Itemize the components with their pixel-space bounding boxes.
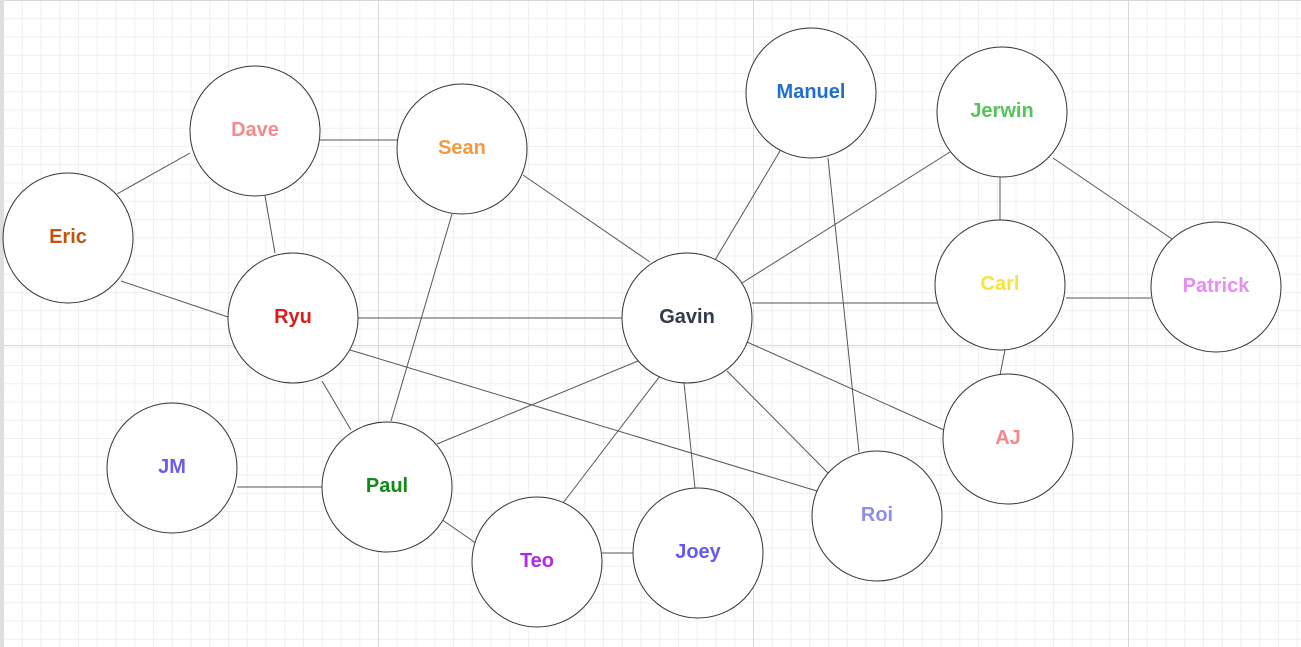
node-label-sean: Sean: [438, 137, 486, 159]
node-dave[interactable]: Dave: [189, 65, 321, 197]
node-circle-eric[interactable]: [2, 172, 134, 304]
edge-gavin-aj[interactable]: [746, 341, 945, 431]
edge-joey-gavin[interactable]: [683, 382, 696, 489]
node-circle-gavin[interactable]: [621, 252, 753, 384]
edge-paul-teo[interactable]: [440, 518, 481, 547]
node-carl[interactable]: Carl: [934, 219, 1066, 351]
node-manuel[interactable]: Manuel: [745, 27, 877, 159]
node-circle-jm[interactable]: [106, 402, 238, 534]
edge-gavin-roi[interactable]: [726, 370, 829, 474]
node-circle-sean[interactable]: [396, 83, 528, 215]
edge-ryu-roi[interactable]: [349, 349, 818, 492]
node-circle-paul[interactable]: [321, 421, 453, 553]
node-label-patrick: Patrick: [1183, 275, 1251, 297]
node-aj[interactable]: AJ: [942, 373, 1074, 505]
node-paul[interactable]: Paul: [321, 421, 453, 553]
node-label-jerwin: Jerwin: [970, 100, 1033, 122]
node-jerwin[interactable]: Jerwin: [936, 46, 1068, 178]
node-circle-patrick[interactable]: [1150, 221, 1282, 353]
node-gavin[interactable]: Gavin: [621, 252, 753, 384]
node-patrick[interactable]: Patrick: [1150, 221, 1282, 353]
node-circle-roi[interactable]: [811, 450, 943, 582]
edge-sean-gavin[interactable]: [522, 174, 651, 263]
canvas-left-edge: [0, 0, 4, 647]
node-roi[interactable]: Roi: [811, 450, 943, 582]
node-label-dave: Dave: [231, 119, 279, 141]
node-label-roi: Roi: [861, 504, 893, 526]
node-jm[interactable]: JM: [106, 402, 238, 534]
edge-jerwin-patrick[interactable]: [1052, 157, 1173, 240]
edge-eric-dave[interactable]: [116, 152, 191, 195]
edge-gavin-manuel[interactable]: [714, 150, 781, 261]
node-joey[interactable]: Joey: [632, 487, 764, 619]
node-ryu[interactable]: Ryu: [227, 252, 359, 384]
node-label-gavin: Gavin: [659, 306, 715, 328]
edge-gavin-jerwin[interactable]: [741, 151, 951, 284]
edge-manuel-roi[interactable]: [827, 157, 860, 453]
node-circle-jerwin[interactable]: [936, 46, 1068, 178]
edge-eric-ryu[interactable]: [120, 280, 229, 318]
node-label-aj: AJ: [995, 427, 1021, 449]
node-label-paul: Paul: [366, 475, 408, 497]
node-circle-aj[interactable]: [942, 373, 1074, 505]
edges-layer: [116, 139, 1173, 554]
edge-ryu-paul[interactable]: [321, 380, 352, 431]
edge-paul-gavin[interactable]: [436, 360, 639, 445]
node-eric[interactable]: Eric: [2, 172, 134, 304]
node-label-teo: Teo: [520, 550, 554, 572]
node-circle-joey[interactable]: [632, 487, 764, 619]
node-label-manuel: Manuel: [777, 81, 846, 103]
edge-carl-aj[interactable]: [999, 349, 1006, 376]
node-label-ryu: Ryu: [274, 306, 312, 328]
node-circle-manuel[interactable]: [745, 27, 877, 159]
node-label-jm: JM: [158, 456, 186, 478]
node-circle-dave[interactable]: [189, 65, 321, 197]
edge-teo-gavin[interactable]: [562, 375, 661, 504]
node-circle-teo[interactable]: [471, 496, 603, 628]
node-label-carl: Carl: [981, 273, 1020, 295]
node-label-joey: Joey: [675, 541, 721, 563]
node-circle-carl[interactable]: [934, 219, 1066, 351]
node-teo[interactable]: Teo: [471, 496, 603, 628]
node-sean[interactable]: Sean: [396, 83, 528, 215]
node-label-eric: Eric: [49, 226, 87, 248]
node-circle-ryu[interactable]: [227, 252, 359, 384]
edge-dave-ryu[interactable]: [264, 195, 276, 254]
